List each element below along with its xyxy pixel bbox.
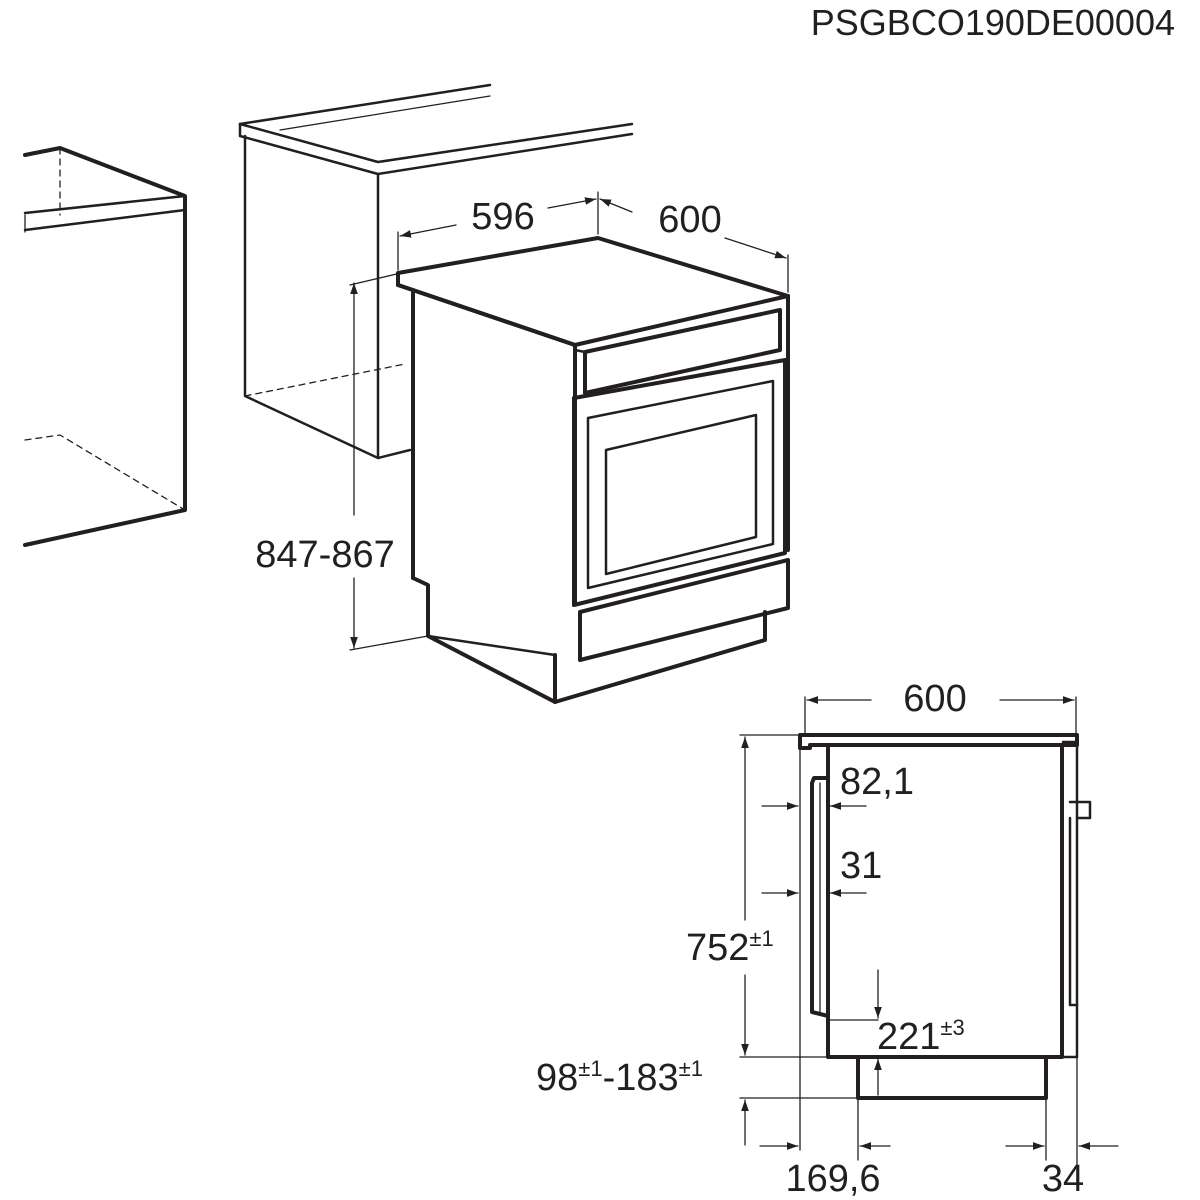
product-code: PSGBCO190DE00004: [811, 2, 1175, 43]
right-cabinet: [238, 83, 634, 460]
side-view-dimensions: [741, 696, 1119, 1150]
label-front-offset: 169,6: [785, 1158, 880, 1200]
label-back-offset: 34: [1042, 1158, 1084, 1200]
cooker-perspective: [396, 236, 790, 704]
body-height-tolerance: ±1: [749, 926, 773, 951]
feet-max-value: 183: [615, 1057, 678, 1099]
feet-range-separator: -: [603, 1057, 616, 1099]
label-height: 847-867: [255, 534, 394, 576]
label-body-height: 752±1: [686, 926, 774, 969]
left-cabinet: [23, 146, 187, 547]
drawer-gap-tolerance: ±3: [940, 1015, 964, 1040]
label-door: 31: [840, 845, 882, 887]
label-drawer-gap: 221±3: [877, 1015, 965, 1058]
feet-min-value: 98: [536, 1057, 578, 1099]
label-feet-range: 98±1-183±1: [536, 1056, 703, 1099]
cooker-side-view: [739, 696, 1092, 1166]
perspective-dimensions: [349, 191, 789, 651]
label-door-handle: 82,1: [840, 761, 914, 803]
label-width: 596: [471, 196, 534, 238]
label-depth: 600: [658, 199, 721, 241]
feet-min-tolerance: ±1: [578, 1056, 602, 1081]
feet-max-tolerance: ±1: [679, 1056, 703, 1081]
body-height-value: 752: [686, 927, 749, 969]
drawer-gap-value: 221: [877, 1016, 940, 1058]
label-side-depth: 600: [903, 678, 966, 720]
